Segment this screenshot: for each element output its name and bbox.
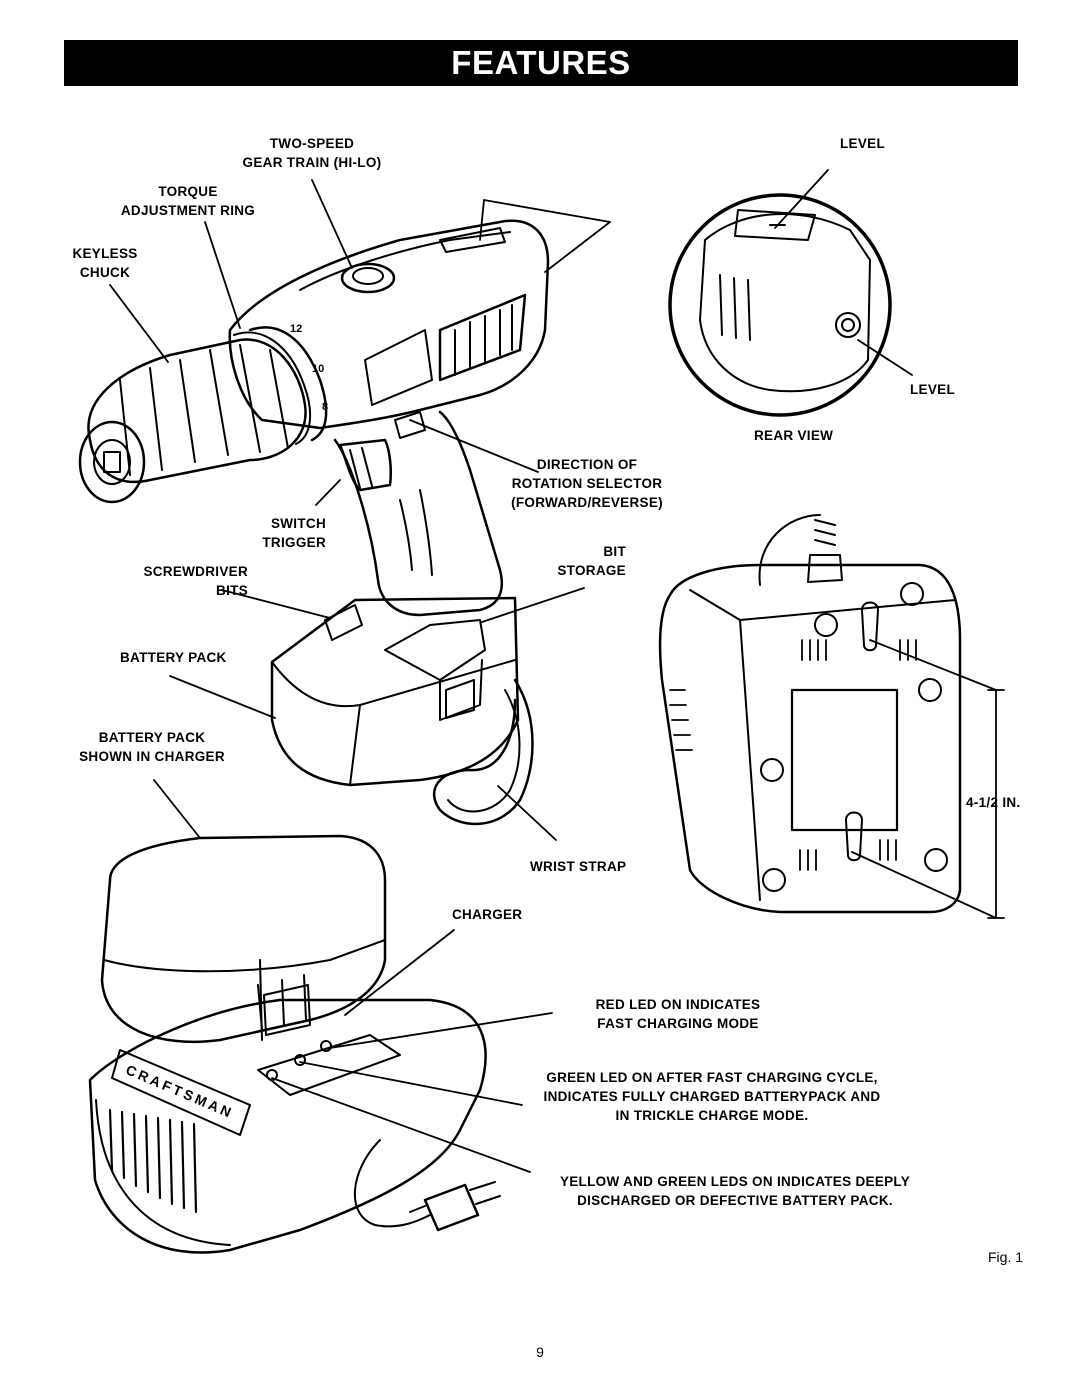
label-line: SCREWDRIVER — [143, 564, 248, 579]
label-line: YELLOW AND GREEN LEDS ON INDICATES DEEPL… — [559, 1174, 911, 1189]
label-torque-ring: TORQUE ADJUSTMENT RING — [110, 182, 266, 220]
label-red-led: RED LED ON INDICATES FAST CHARGING MODE — [548, 995, 808, 1033]
torque-mark-8: 8 — [322, 401, 328, 413]
label-line: BITS — [216, 583, 248, 598]
label-line: INDICATES FULLY CHARGED BATTERYPACK AND — [543, 1089, 881, 1104]
label-line: ADJUSTMENT RING — [120, 203, 256, 218]
label-charger: CHARGER — [452, 905, 522, 924]
label-line: IN TRICKLE CHARGE MODE. — [615, 1108, 809, 1123]
rear-view-detail — [668, 193, 892, 417]
label-level-top: LEVEL — [840, 134, 885, 153]
figure-number: Fig. 1 — [988, 1249, 1024, 1265]
label-wrist-strap: WRIST STRAP — [530, 857, 626, 876]
label-switch-trigger: SWITCH TRIGGER — [240, 514, 326, 552]
label-dimension: 4-1/2 IN. — [966, 793, 1020, 812]
label-line: TWO-SPEED — [269, 136, 355, 151]
label-line: REAR VIEW — [754, 428, 834, 443]
torque-mark-10: 10 — [312, 363, 324, 375]
label-line: DISCHARGED OR DEFECTIVE BATTERY PACK. — [577, 1193, 893, 1208]
label-line: 4-1/2 IN. — [966, 795, 1021, 810]
label-battery-in-charger: BATTERY PACK SHOWN IN CHARGER — [66, 728, 238, 766]
label-yellow-led: YELLOW AND GREEN LEDS ON INDICATES DEEPL… — [530, 1172, 940, 1210]
label-line: KEYLESS — [72, 246, 138, 261]
features-banner: FEATURES — [64, 40, 1018, 86]
torque-mark-12: 12 — [290, 323, 302, 335]
label-two-speed: TWO-SPEED GEAR TRAIN (HI-LO) — [232, 134, 392, 172]
page-title: FEATURES — [451, 44, 631, 81]
label-line: SHOWN IN CHARGER — [79, 749, 225, 764]
label-line: CHUCK — [79, 265, 131, 280]
label-keyless-chuck: KEYLESS CHUCK — [62, 244, 148, 282]
label-line: FAST CHARGING MODE — [597, 1016, 759, 1031]
label-line: ROTATION SELECTOR — [511, 476, 663, 491]
label-line: TRIGGER — [262, 535, 326, 550]
label-line: BATTERY PACK — [120, 650, 227, 665]
label-line: WRIST STRAP — [530, 859, 627, 874]
label-battery-pack: BATTERY PACK — [120, 648, 227, 667]
drill — [78, 219, 550, 826]
label-line: STORAGE — [557, 563, 626, 578]
page-number: 9 — [536, 1344, 544, 1360]
label-level-bottom: LEVEL — [910, 380, 955, 399]
label-line: LEVEL — [840, 136, 886, 151]
leader-lines — [109, 169, 1005, 1173]
label-line: LEVEL — [910, 382, 956, 397]
label-line: BATTERY PACK — [98, 730, 206, 745]
charger — [88, 834, 501, 1254]
label-line: (FORWARD/REVERSE) — [511, 495, 663, 510]
label-line: TORQUE — [158, 184, 218, 199]
label-line: GEAR TRAIN (HI-LO) — [242, 155, 382, 170]
label-line: BIT — [603, 544, 626, 559]
label-line: RED LED ON INDICATES — [595, 997, 761, 1012]
label-direction-selector: DIRECTION OF ROTATION SELECTOR (FORWARD/… — [498, 455, 676, 512]
label-rear-view: REAR VIEW — [754, 426, 833, 445]
label-bit-storage: BIT STORAGE — [530, 542, 626, 580]
charger-bottom-view — [658, 514, 962, 914]
label-screwdriver-bits: SCREWDRIVER BITS — [120, 562, 248, 600]
label-green-led: GREEN LED ON AFTER FAST CHARGING CYCLE, … — [522, 1068, 902, 1125]
label-line: CHARGER — [452, 907, 523, 922]
label-line: SWITCH — [270, 516, 326, 531]
label-line: DIRECTION OF — [536, 457, 638, 472]
label-line: GREEN LED ON AFTER FAST CHARGING CYCLE, — [546, 1070, 878, 1085]
